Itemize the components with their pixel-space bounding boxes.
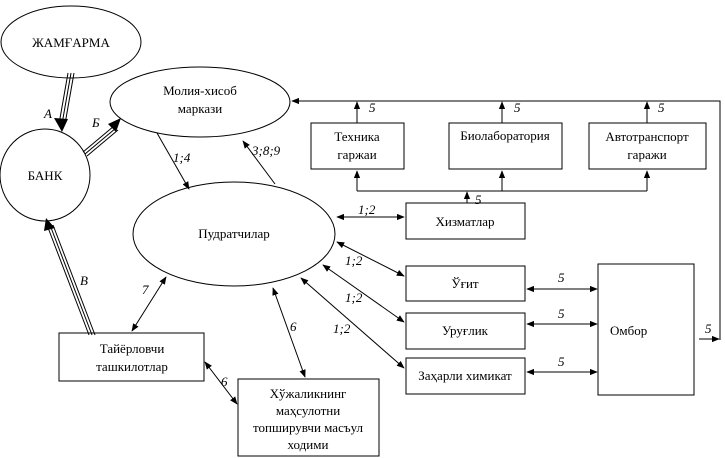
- edge-label-1-2-urugLik: 1;2: [345, 290, 363, 305]
- edge-label-1-4: 1;4: [173, 150, 191, 165]
- node-xizmatlar: Хизматлар: [405, 202, 526, 240]
- edge-label-1-2-zaxarli: 1;2: [333, 321, 351, 336]
- node-texnika-line2: гаржаи: [337, 147, 376, 162]
- node-zaxarli: Заҳарли химикат: [405, 357, 526, 395]
- node-ugit: Ўғит: [405, 265, 526, 302]
- edge-jamgarma-bank: [54, 72, 75, 132]
- edge-label-5-urugLik: 5: [558, 306, 565, 321]
- arrowhead-icon: [44, 218, 55, 231]
- arrowhead-icon: [54, 118, 68, 132]
- node-biolab-label: Биолаборатория: [460, 128, 550, 143]
- edge-label-5-ombor: 5: [705, 321, 712, 336]
- node-ombor: Омбор: [597, 263, 695, 396]
- edge-label-1-2-xizmatlar: 1;2: [358, 202, 376, 217]
- edge-label-5-biolab: 5: [514, 100, 521, 115]
- edge-pudratchilar-tayyorlovchi: [131, 276, 167, 332]
- node-xodim-line4: ходими: [288, 437, 329, 452]
- node-zaxarli-label: Заҳарли химикат: [418, 368, 512, 383]
- node-jamgarma: ЖАМҒАРМА: [0, 5, 142, 79]
- node-avto-line1: Автотранспорт: [605, 129, 689, 144]
- edge-tayyorlovchi-xodim: [204, 361, 238, 405]
- node-jamgarma-label: ЖАМҒАРМА: [32, 35, 110, 50]
- edge-bank-moliya: [82, 118, 121, 157]
- node-avto: Автотранспорт гаражи: [588, 122, 707, 170]
- node-pudratchilar: Пудратчилар: [132, 181, 336, 287]
- edge-label-5-zaxarli: 5: [558, 354, 565, 369]
- edge-label-5-ugit: 5: [558, 270, 565, 285]
- node-moliya-line1: Молия-хисоб: [163, 83, 237, 98]
- edge-label-5-xizmatlar: 5: [475, 192, 482, 207]
- node-ombor-label: Омбор: [610, 323, 647, 338]
- edge-label-6-xodim: 6: [290, 319, 297, 334]
- node-texnika-line1: Техника: [334, 129, 380, 144]
- node-avto-line2: гаражи: [627, 147, 666, 162]
- edge-pudratchilar-xodim: [272, 287, 306, 378]
- node-moliya: Молия-хисоб маркази: [109, 66, 291, 138]
- node-urugLik: Уруғлик: [405, 312, 526, 350]
- edge-label-5-texnika: 5: [369, 100, 376, 115]
- edge-label-7: 7: [142, 282, 149, 297]
- node-xodim-line3: топширувчи масъул: [253, 420, 363, 435]
- arrowhead-icon: [108, 118, 121, 132]
- node-moliya-line2: маркази: [178, 101, 222, 116]
- edge-tayyorlovchi-bank: [44, 218, 96, 336]
- edge-moliya-pudratchilar: [156, 132, 190, 190]
- node-tayyorlovchi-line1: Тайёрловчи: [100, 341, 165, 356]
- edge-label-5-avto: 5: [658, 100, 665, 115]
- node-xizmatlar-label: Хизматлар: [436, 214, 495, 229]
- edge-label-v: В: [80, 273, 88, 288]
- edge-pudratchilar-moliya: [242, 140, 276, 185]
- node-urugLik-label: Уруғлик: [442, 323, 489, 338]
- node-biolab: Биолаборатория: [448, 122, 563, 170]
- node-texnika: Техника гаржаи: [310, 122, 405, 170]
- edge-label-a: А: [43, 106, 52, 121]
- node-bank: БАНК: [0, 128, 91, 222]
- node-tayyorlovchi-line2: ташкилотлар: [96, 359, 168, 374]
- node-xodim-line1: Хўжаликнинг: [270, 386, 347, 401]
- node-xodim: Хўжаликнинг маҳсулотни топширувчи масъул…: [237, 378, 380, 457]
- edge-label-6-tayyorlovchi: 6: [221, 374, 228, 389]
- edge-pudratchilar-urugLik: [322, 264, 405, 323]
- node-ugit-label: Ўғит: [451, 276, 478, 291]
- edge-pudratchilar-zaxarli: [300, 277, 405, 369]
- edge-label-b: Б: [91, 115, 100, 130]
- node-xodim-line2: маҳсулотни: [276, 403, 340, 418]
- edge-label-1-2-ugit: 1;2: [345, 253, 363, 268]
- node-pudratchilar-label: Пудратчилар: [198, 226, 270, 241]
- node-bank-label: БАНК: [28, 168, 63, 183]
- edge-return-moliya: [291, 97, 721, 340]
- node-tayyorlovchi: Тайёрловчи ташкилотлар: [58, 332, 205, 382]
- edge-label-3-8-9: 3;8;9: [251, 143, 281, 158]
